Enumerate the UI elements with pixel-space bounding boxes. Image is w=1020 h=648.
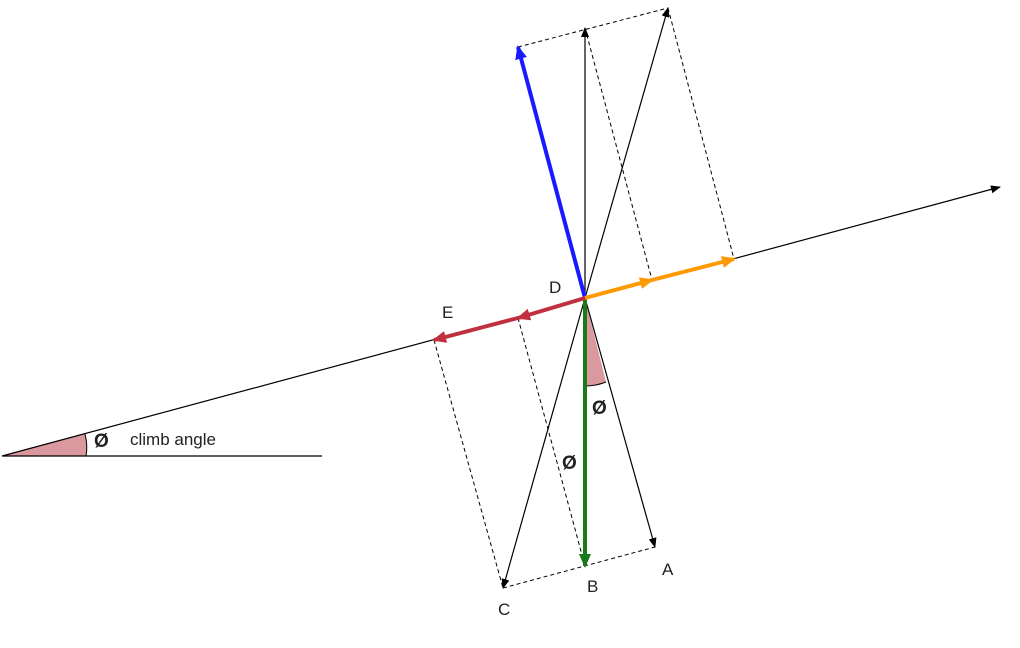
lift-vector — [515, 45, 587, 299]
phi-label-top: Ø — [592, 398, 607, 419]
phi-angle-wedge — [585, 298, 606, 386]
line-to-a — [584, 297, 657, 548]
line-to-c — [501, 297, 586, 589]
point-label-c: C — [498, 600, 510, 619]
point-label-a: A — [662, 560, 674, 579]
point-label-d: D — [549, 278, 561, 297]
point-label-b: B — [587, 577, 598, 596]
thrust-vector-inner — [584, 277, 654, 300]
climb-angle-label: climb angle — [130, 430, 216, 449]
point-label-e: E — [442, 303, 453, 322]
phi-label-mid: Ø — [562, 453, 577, 474]
drag-vector-outer — [432, 316, 519, 343]
thrust-vector-outer — [651, 256, 736, 282]
drag-vector-inner — [516, 296, 586, 321]
total-reaction-line — [584, 7, 670, 299]
climb-angle-arc — [84, 433, 88, 457]
phi-label-climb: Ø — [94, 431, 109, 452]
